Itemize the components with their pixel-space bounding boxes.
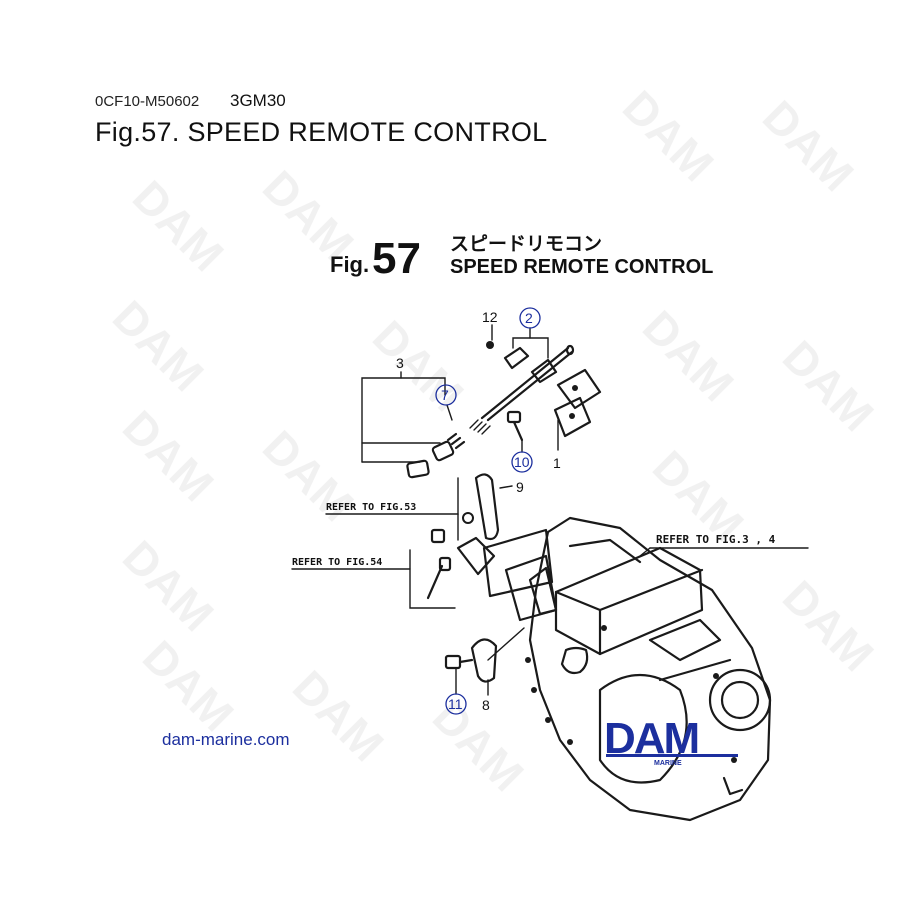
watermark-text: DAM xyxy=(423,690,534,801)
refer-fig-54: REFER TO FIG.54 xyxy=(292,557,382,568)
watermark-text: DAM xyxy=(113,530,224,641)
part-number-9: 9 xyxy=(516,479,524,495)
watermark-text: DAM xyxy=(123,170,234,281)
part-number-8: 8 xyxy=(482,697,490,713)
part-number-10: 10 xyxy=(514,454,530,470)
part-number-1: 1 xyxy=(553,455,561,471)
document-code: 0CF10-M50602 xyxy=(95,93,200,110)
part-circle-10 xyxy=(511,451,533,473)
bolt-part-11 xyxy=(444,654,474,695)
fig-title-jp: スピードリモコン xyxy=(450,233,602,255)
governor-parts xyxy=(426,528,558,622)
linkage-nut xyxy=(406,440,455,479)
fig-title-en: SPEED REMOTE CONTROL xyxy=(450,256,713,278)
watermark-text: DAM xyxy=(773,330,884,441)
washer-part-8 xyxy=(470,627,525,696)
watermark-text: DAM xyxy=(363,310,474,421)
part-number-7: 7 xyxy=(441,387,449,403)
fig-number: 57 xyxy=(372,234,421,283)
control-shaft xyxy=(469,344,575,435)
bracket-part-2 xyxy=(512,327,549,359)
bolt-part-10 xyxy=(506,410,524,453)
watermark-text: DAM xyxy=(633,300,744,411)
watermark-text: DAM xyxy=(133,630,244,741)
part-circle-2 xyxy=(519,307,541,329)
bolt-part-12 xyxy=(486,324,494,349)
part-circle-7 xyxy=(435,384,457,406)
refer-fig-53: REFER TO FIG.53 xyxy=(326,502,416,513)
logo-sub-text: MARINE xyxy=(654,760,682,767)
part-circle-11 xyxy=(445,693,467,715)
spring-part-7 xyxy=(446,404,466,450)
bracket-part-3 xyxy=(361,371,446,463)
site-url[interactable]: dam-marine.com xyxy=(162,730,290,749)
page-title: Fig.57. SPEED REMOTE CONTROL xyxy=(95,117,548,147)
watermark-text: DAM xyxy=(283,660,394,771)
watermark-text: DAM xyxy=(613,80,724,191)
watermark-text: DAM xyxy=(753,90,864,201)
engine-housing xyxy=(525,516,772,822)
plate-part-1 xyxy=(553,368,602,451)
refer-fig-3-4: REFER TO FIG.3 , 4 xyxy=(656,533,776,546)
dam-marine-logo: DAM MARINE xyxy=(604,714,738,767)
engine-model: 3GM30 xyxy=(230,91,286,110)
part-number-11: 11 xyxy=(448,696,463,712)
watermark-text: DAM xyxy=(103,290,214,401)
part-number-2: 2 xyxy=(525,310,533,326)
part-number-3: 3 xyxy=(396,355,404,371)
lever-part-9 xyxy=(462,473,513,541)
watermark-text: DAM xyxy=(113,400,224,511)
fig-prefix: Fig. xyxy=(330,252,369,277)
part-number-12: 12 xyxy=(482,309,498,325)
watermark-text: DAM xyxy=(773,570,884,681)
